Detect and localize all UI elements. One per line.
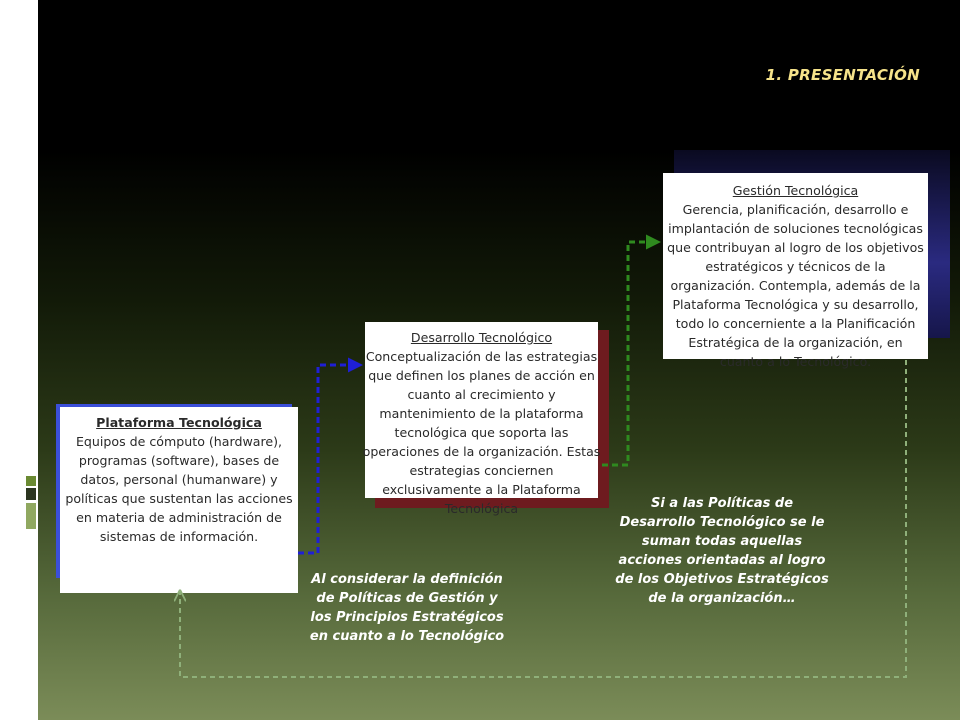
left-tick-2 [26,488,36,500]
desarrollo-box: Desarrollo Tecnológico Conceptualización… [363,322,600,516]
caption-suman: Si a las Políticas de Desarrollo Tecnoló… [615,496,829,606]
slide-title: 1. PRESENTACIÓN [765,66,920,84]
gestion-heading: Gestión Tecnológica [732,183,859,198]
stray-comma: , [290,484,295,500]
caption-considerar: Al considerar la definición de Políticas… [309,572,505,644]
desarrollo-heading: Desarrollo Tecnológico [410,330,553,345]
gestion-body: Gerencia, planificación, desarrollo e im… [667,202,924,369]
left-white-strip [0,0,38,720]
plataforma-heading: Plataforma Tecnológica [96,415,262,430]
plataforma-box: Plataforma Tecnológica Equipos de cómput… [60,407,298,593]
arrow-desarrollo-to-gestion [602,234,661,467]
arrow-plataforma-to-desarrollo [298,357,363,555]
arrow-return-gestion-to-plataforma [180,360,907,678]
left-tick-3 [26,503,36,529]
desarrollo-body: Conceptualización de las estrategias que… [362,349,601,516]
plataforma-body: Equipos de cómputo (hardware), programas… [65,434,293,544]
left-tick-1 [26,476,36,486]
gestion-box: Gestión Tecnológica Gerencia, planificac… [663,173,928,369]
